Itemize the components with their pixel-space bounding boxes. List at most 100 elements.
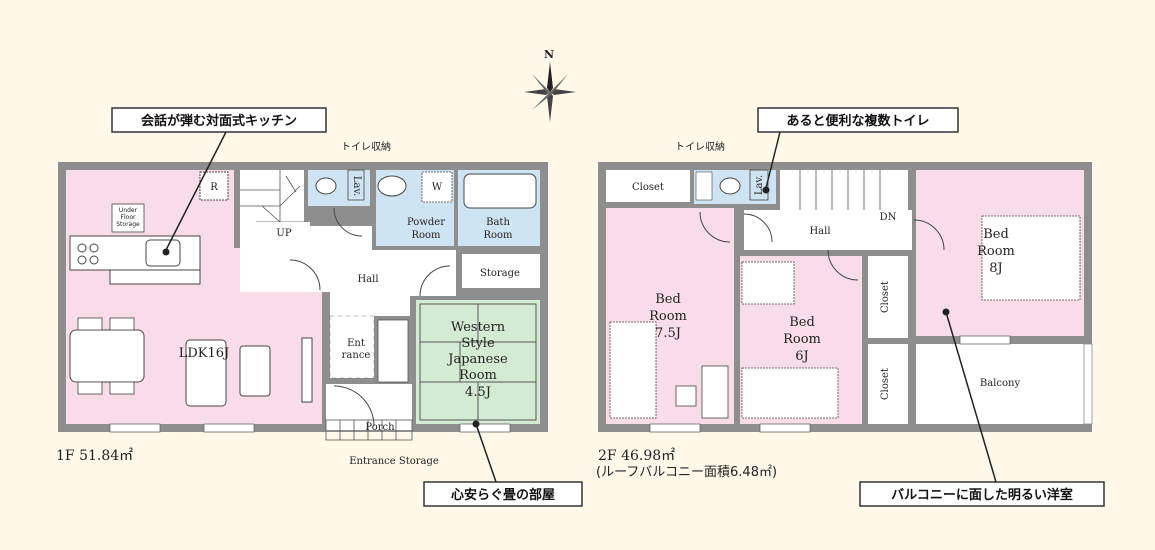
dining-table: [69, 329, 145, 383]
floor1-hall-label: Hall: [357, 274, 378, 285]
closet-vertical-2: [868, 344, 908, 424]
porch-steps: [325, 419, 413, 441]
washer-box: [421, 171, 453, 203]
low-table: [239, 345, 271, 397]
window: [109, 423, 161, 433]
floor1-lav-label: Lav.: [351, 176, 362, 196]
floor1-entrance: [330, 316, 374, 378]
fridge-box: [199, 171, 229, 201]
dining-chair: [109, 381, 135, 395]
entrance-door-swing: [333, 385, 375, 427]
bed-right-label-1: Bed: [983, 227, 1009, 242]
compass-needle-east: [550, 89, 576, 95]
compass-needle-ne: [550, 74, 568, 94]
compass-needle-west: [524, 89, 550, 95]
callout-kitchen-dot: [162, 248, 170, 256]
bed-mid-label-2: Room: [783, 332, 821, 347]
bed-right-label-2: Room: [977, 244, 1015, 259]
bed-left-bed: [609, 321, 657, 419]
powder-label-2: Room: [411, 230, 441, 241]
stove-burner: [89, 243, 99, 253]
closet-vertical-2-label: Closet: [880, 368, 891, 400]
compass-needle-nw: [532, 74, 550, 94]
callout-toilet-pointer: [765, 131, 781, 189]
tatami-lines: [419, 303, 537, 421]
japanese-label-2: Style: [461, 336, 495, 351]
callout-toilet: あると便利な複数トイレ: [757, 107, 959, 194]
dining-chair: [77, 317, 103, 331]
bed-mid-bed: [741, 367, 839, 419]
bed-mid-label-1: Bed: [789, 315, 815, 330]
floor2-lav-label: Lav.: [754, 175, 765, 195]
kitchen-bar: [109, 269, 201, 285]
bed-right-bed: [981, 215, 1081, 301]
entrance-storage-label: Entrance Storage: [349, 456, 439, 467]
bath-label-1: Bath: [486, 217, 510, 228]
door-swing: [743, 213, 773, 243]
floor2-area-label: 2F 46.98㎡: [598, 448, 675, 464]
door-swing: [913, 219, 945, 251]
floor2-closet-top: [606, 170, 690, 202]
floor2-hall-label: Hall: [809, 226, 830, 237]
floor1-up-landing: [240, 222, 310, 292]
washer-label: W: [432, 182, 443, 193]
powder-sink: [377, 175, 407, 197]
window: [203, 423, 255, 433]
floor1-storage-label: Storage: [480, 268, 520, 279]
closet-vertical-1: [868, 256, 908, 338]
floor1-plan: LDK16J UP Hall Powder Room Bath Room Sto…: [56, 140, 548, 467]
floor2-stairs: [780, 170, 908, 210]
bed-left-desk-chair: [675, 385, 697, 407]
japanese-label-5: 4.5J: [465, 385, 491, 400]
door-swing: [333, 207, 363, 237]
floor2-toilet-storage-label: トイレ収納: [675, 140, 725, 153]
bed-mid-desk: [741, 261, 795, 305]
floor1-toilet-bowl: [315, 177, 337, 195]
balcony-label: Balcony: [980, 378, 1021, 389]
door-swing: [699, 211, 731, 243]
dining-chair: [77, 381, 103, 395]
floor1-lav-box: [347, 169, 365, 201]
japanese-label-1: Western: [451, 320, 506, 335]
window: [759, 423, 811, 433]
compass-needle-north: [547, 62, 553, 92]
bed-left-desk: [701, 365, 729, 419]
callout-balcony-room-dot: [942, 308, 950, 316]
entrance-shoe-storage: [377, 319, 409, 383]
callout-kitchen-pointer: [165, 131, 227, 251]
callout-tatami-pointer: [475, 423, 497, 483]
entrance-label-1: Ent: [347, 338, 365, 349]
floor1-storage: [462, 254, 540, 288]
callout-kitchen-text: 会話が弾む対面式キッチン: [141, 113, 297, 129]
ldk-label: LDK16J: [179, 346, 230, 361]
bed-left-label-2: Room: [649, 309, 687, 324]
callout-balcony-room: バルコニーに面した明るい洋室: [859, 308, 1105, 507]
porch-label: Porch: [365, 422, 395, 433]
sofa: [185, 339, 227, 407]
underfloor-label-3: Storage: [116, 221, 140, 228]
window: [649, 423, 701, 433]
callout-tatami-dot: [472, 420, 480, 428]
balcony: [916, 344, 1084, 424]
floor2-lav-box: [749, 169, 769, 201]
bed-left-label-3: 7.5J: [655, 326, 681, 341]
floor2-toilet-bowl: [719, 177, 741, 195]
floor2-dn-label: DN: [880, 212, 897, 223]
floor1-hall: [304, 226, 456, 316]
floor2-area-sub: (ルーフバルコニー面積6.48㎡): [596, 465, 777, 480]
fridge-label: R: [210, 182, 218, 193]
callout-balcony-room-pointer: [945, 311, 997, 483]
window: [459, 423, 511, 433]
door-swing: [289, 259, 321, 291]
callout-toilet-dot: [762, 186, 770, 194]
entrance-tiles: [329, 315, 375, 379]
japanese-label-3: Japanese: [446, 352, 508, 367]
tv-board: [301, 337, 313, 403]
bed-right-label-3: 8J: [989, 261, 1002, 276]
closet-vertical-1-label: Closet: [880, 281, 891, 313]
dining-chair: [109, 317, 135, 331]
entrance-label-2: rance: [342, 350, 371, 361]
callout-toilet-text: あると便利な複数トイレ: [786, 113, 929, 129]
